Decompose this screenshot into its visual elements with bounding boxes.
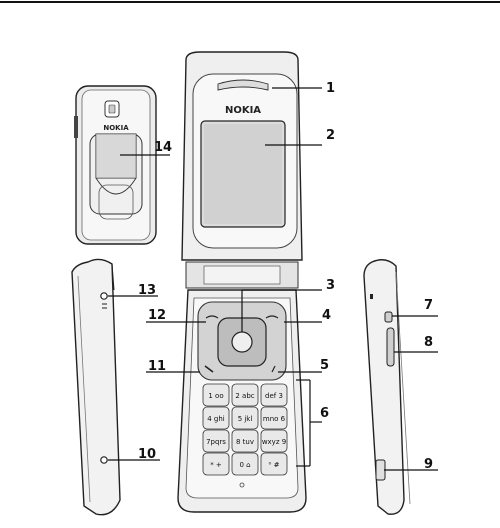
headset-connector-icon xyxy=(101,293,107,299)
callout-3: 3 xyxy=(326,278,335,293)
callout-13: 13 xyxy=(138,283,156,298)
closed-phone: NOKIA xyxy=(74,86,156,244)
callout-1: 1 xyxy=(326,81,335,96)
keypad-key-label: mno 6 xyxy=(263,415,286,423)
keypad-key-label: 2 abc xyxy=(235,392,254,400)
keypad-key-label: 4 ghi xyxy=(207,415,225,423)
select-key[interactable] xyxy=(232,332,252,352)
right-side-view xyxy=(364,260,410,514)
callout-14: 14 xyxy=(154,140,172,155)
keypad-key-label: * + xyxy=(210,461,222,469)
callout-12: 12 xyxy=(148,308,166,323)
keypad-key-label: 7pqrs xyxy=(206,438,226,446)
callout-7: 7 xyxy=(424,298,433,313)
open-phone: NOKIA 1 oo 2 abc def 3 4 ghi 5 jkl mno 6 7pqrs… xyxy=(178,52,306,512)
callout-10: 10 xyxy=(138,447,156,462)
keypad-key-label: ⁰ # xyxy=(269,461,280,469)
callout-9: 9 xyxy=(424,457,433,472)
power-key[interactable] xyxy=(385,312,392,322)
keypad-key-label: 5 jkl xyxy=(238,415,253,423)
callout-11: 11 xyxy=(148,359,166,374)
callout-8: 8 xyxy=(424,335,433,350)
keypad-key-label: 8 tuv xyxy=(236,438,254,446)
pop-port-connector xyxy=(376,460,385,480)
keypad-key-label: wxyz 9 xyxy=(262,438,286,446)
charger-connector-icon xyxy=(101,457,107,463)
keypad-key-label: 1 oo xyxy=(208,392,223,400)
left-side-view xyxy=(72,259,120,514)
callout-4: 4 xyxy=(322,308,331,323)
callout-6: 6 xyxy=(320,406,329,421)
callout-2: 2 xyxy=(326,128,335,143)
keypad-key-label: def 3 xyxy=(265,392,283,400)
closed-front-brand: NOKIA xyxy=(103,124,129,132)
callout-5: 5 xyxy=(320,358,329,373)
keypad-key-label: 0 ⌂ xyxy=(239,461,250,469)
open-front-brand: NOKIA xyxy=(225,105,261,116)
volume-keys[interactable] xyxy=(387,328,394,366)
